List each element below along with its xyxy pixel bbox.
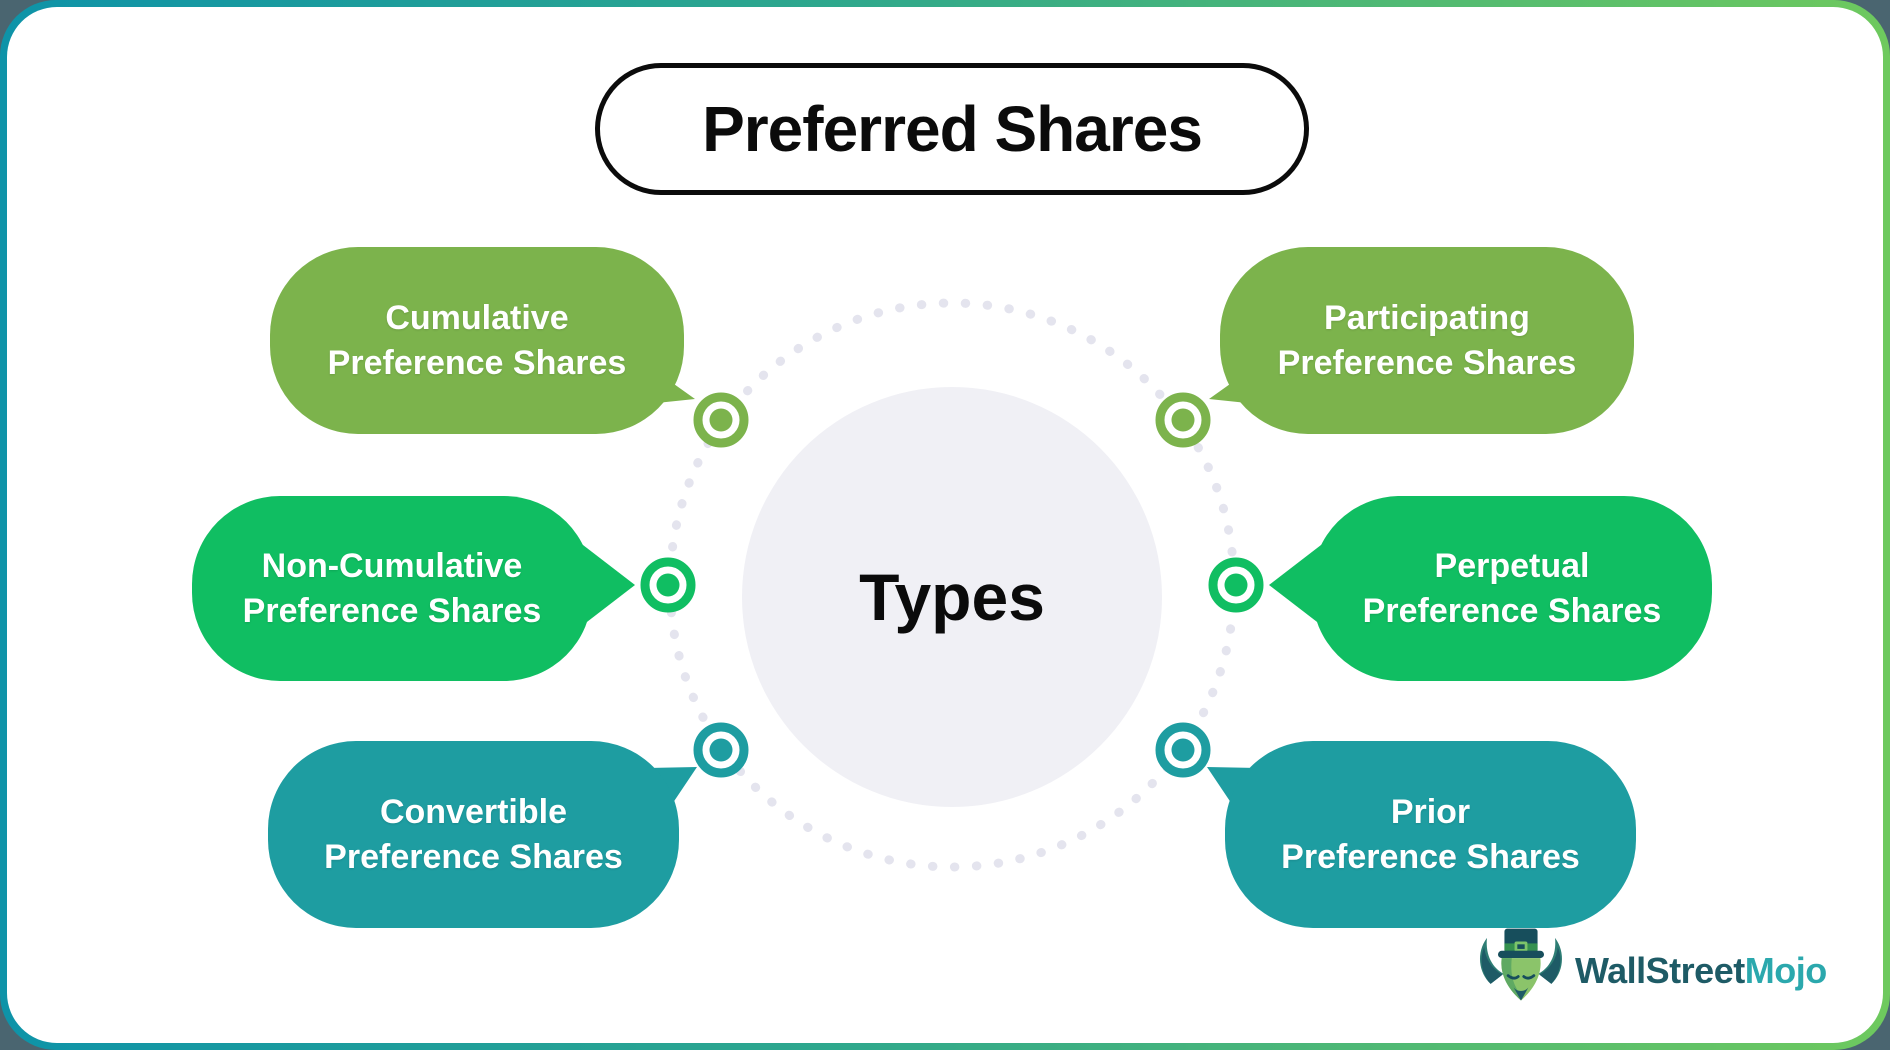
center-circle	[742, 387, 1162, 807]
bullseye-icon	[640, 557, 696, 613]
bullseye-dot	[1171, 408, 1195, 432]
diagram-shapes	[192, 247, 1712, 928]
bullseye-icon	[1155, 722, 1211, 778]
bubble-body	[1225, 741, 1636, 928]
bubble-label-prior: Prior Preference Shares	[1281, 792, 1580, 876]
bubble-label-convertible: Convertible Preference Shares	[324, 792, 623, 876]
bubble-prior-shape	[1207, 741, 1636, 928]
bullseye-dot	[656, 573, 680, 597]
logo-wordmark: WallStreetMojo	[1575, 950, 1827, 992]
bubble-non-cumulative-shape	[192, 496, 635, 681]
center-label: Types	[859, 560, 1045, 634]
bullseye-icon	[693, 722, 749, 778]
bullseye-dot	[1171, 738, 1195, 762]
bubble-body	[1312, 496, 1712, 681]
bubble-participating-shape	[1209, 247, 1634, 434]
bubble-cumulative-shape	[270, 247, 695, 434]
bubble-body	[268, 741, 679, 928]
bubble-label-cumulative: Cumulative Preference Shares	[327, 298, 627, 382]
bullseye-dot	[709, 408, 733, 432]
bubble-convertible-shape	[268, 741, 697, 928]
bull-with-top-hat-icon	[1480, 928, 1562, 1001]
logo-text-mojo: Mojo	[1744, 950, 1827, 991]
bullseye-icon	[693, 392, 749, 448]
bubble-label-perpetual: Perpetual Preference Shares	[1362, 546, 1662, 630]
logo: WallStreetMojo	[1475, 923, 1827, 1019]
bubble-label-non-cumulative: Non-Cumulative Preference Shares	[242, 546, 542, 630]
bubble-label-participating: Participating Preference Shares	[1277, 298, 1577, 382]
bubble-body	[192, 496, 592, 681]
bullseye-icon	[1208, 557, 1264, 613]
bullseye-dot	[709, 738, 733, 762]
title-pill: Preferred Shares	[595, 63, 1309, 195]
card: Preferred Shares Types Cumulative Prefer…	[7, 7, 1883, 1043]
bubble-body	[1220, 247, 1634, 434]
bullseye-icon	[1155, 392, 1211, 448]
bullseye-dot	[1224, 573, 1248, 597]
bubble-body	[270, 247, 684, 434]
bubble-perpetual-shape	[1269, 496, 1712, 681]
logo-text-wallstreet: WallStreet	[1575, 950, 1745, 991]
page-title: Preferred Shares	[702, 93, 1203, 165]
